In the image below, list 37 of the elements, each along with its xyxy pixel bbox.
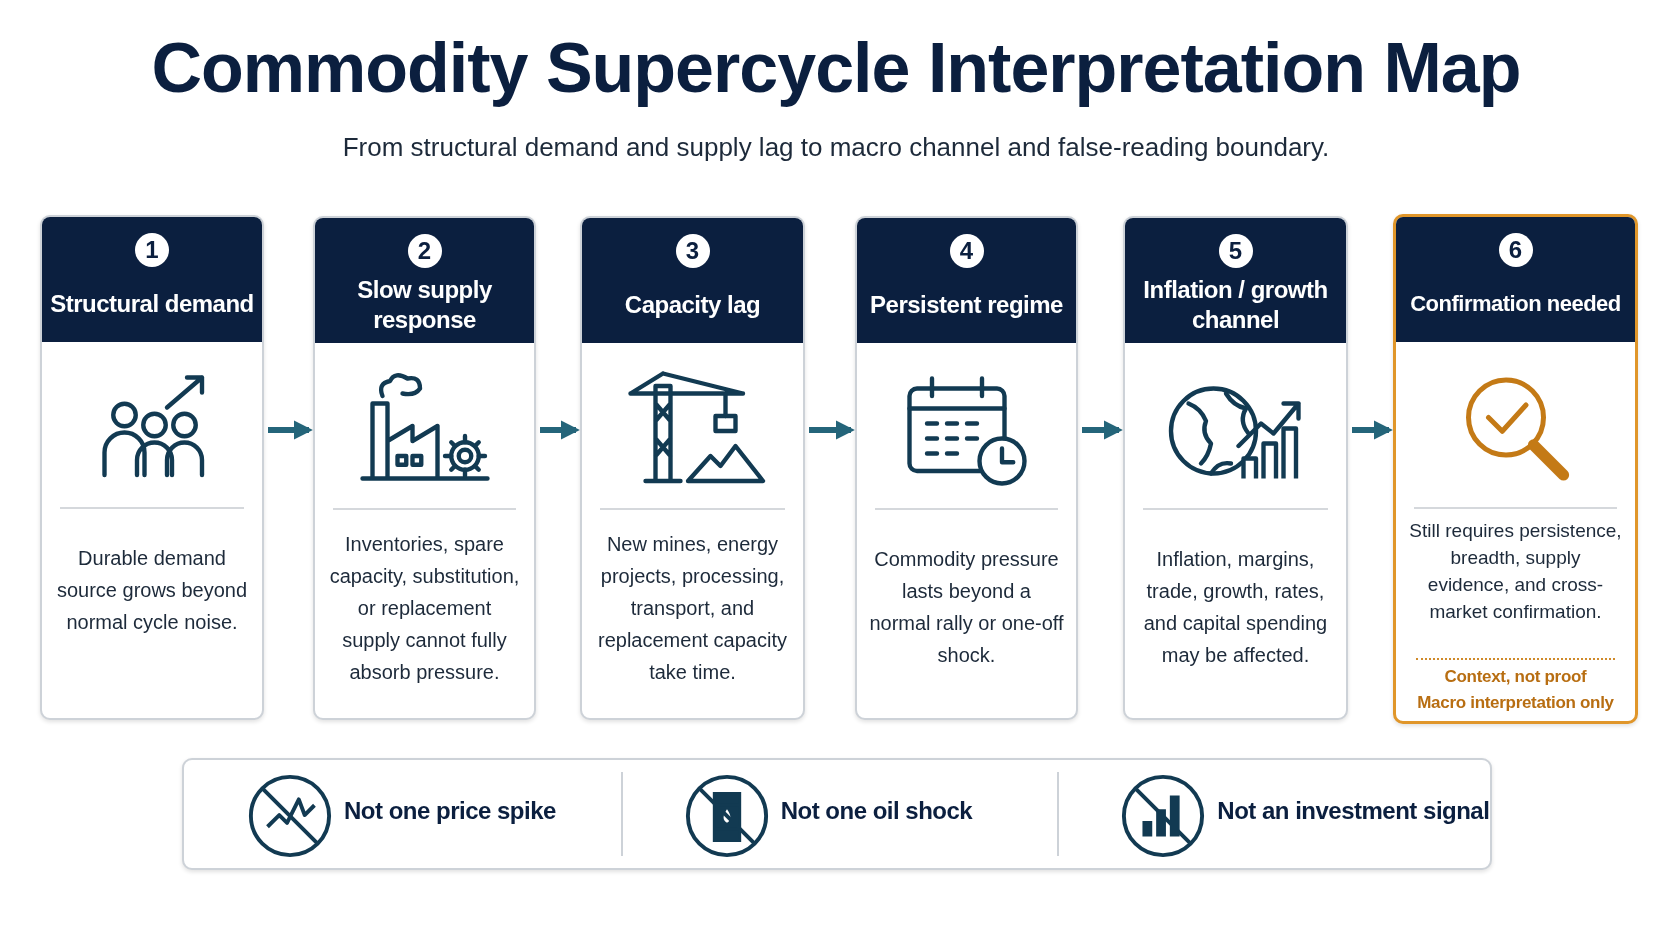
caution-note: Context, not proof [1443, 667, 1588, 687]
step-card [40, 215, 264, 720]
card-heading: Structural demand [49, 289, 255, 319]
subtitle: From structural demand and supply lag to macro channel and false-reading boundary. [341, 132, 1331, 163]
step-number: 1 [135, 233, 169, 267]
step-number: 4 [949, 234, 984, 268]
boundary-panel [182, 758, 1492, 870]
step-card [580, 216, 805, 720]
step-number: 5 [1218, 234, 1253, 268]
card-description: Durable demand source grows beyond normal cycle noise. [55, 546, 249, 635]
step-number: 3 [675, 234, 710, 268]
card-description: New mines, energy projects, processing, transport, and replacement capacity take time. [597, 532, 788, 685]
boundary-text: Not one price spike [344, 797, 556, 825]
arrow [809, 420, 855, 440]
step-card [855, 216, 1078, 720]
step-number: 6 [1498, 233, 1533, 267]
title: Commodity Supercycle Interpretation Map [150, 28, 1522, 108]
card-heading: Capacity lag [623, 290, 762, 320]
card-description: Still requires persistence, breadth, supply evidence, and cross-market confirmation. [1408, 519, 1623, 624]
card-heading: Inflation / growth channel [1142, 275, 1329, 335]
caution-note: Macro interpretation only [1416, 693, 1615, 713]
step-number: 2 [407, 234, 442, 268]
step-card [1393, 214, 1638, 724]
step-card [313, 216, 536, 720]
card-description: Inflation, margins, trade, growth, rates, and capital spending may be affected. [1142, 547, 1329, 668]
arrow [1352, 420, 1393, 440]
card-heading: Confirmation needed [1409, 290, 1622, 318]
card-description: Commodity pressure lasts beyond a normal rally or one-off shock. [869, 547, 1064, 668]
arrow [540, 420, 580, 440]
card-heading: Persistent regime [869, 290, 1064, 320]
step-card [1123, 216, 1348, 720]
card-heading: Slow supply response [356, 275, 493, 335]
card-description: Inventories, spare capacity, substitution, or replacement supply cannot fully absorb pressure. [328, 532, 521, 685]
arrow [1082, 420, 1123, 440]
arrow [268, 420, 313, 440]
boundary-text: Not an investment signal [1217, 797, 1490, 825]
boundary-text: Not one oil shock [780, 797, 973, 825]
